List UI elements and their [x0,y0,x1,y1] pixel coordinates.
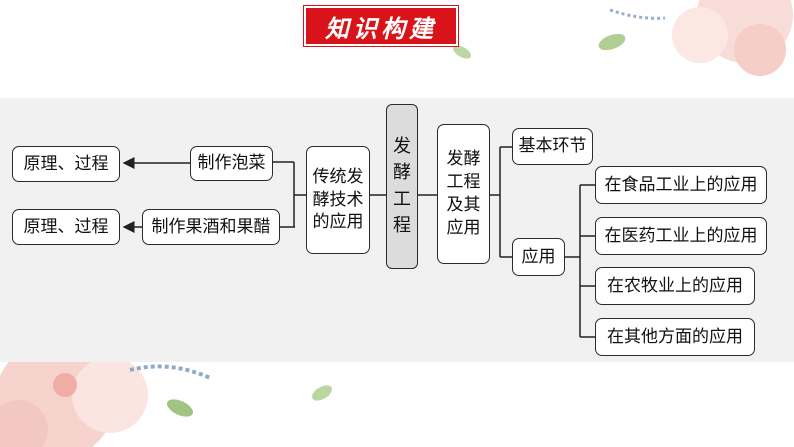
basic-steps-box: 基本环节 [512,128,593,165]
app-food-box: 在食品工业上的应用 [595,166,767,204]
center-char: 发 [393,136,411,158]
app-agriculture-box: 在农牧业上的应用 [595,267,755,305]
traditional-fermentation-box: 传统发酵技术的应用 [306,146,370,254]
app-medicine-box: 在医药工业上的应用 [595,217,767,255]
center-char: 工 [393,188,411,210]
principle-box-2: 原理、过程 [12,209,120,245]
application-box: 应用 [512,238,565,276]
fermentation-application-label: 发酵工程及其应用 [446,149,481,238]
center-char: 酵 [393,162,411,184]
pickle-box: 制作泡菜 [190,146,273,181]
traditional-fermentation-label: 传统发酵技术的应用 [312,166,364,233]
title-banner: 知识构建 [304,6,458,46]
app-other-box: 在其他方面的应用 [595,318,755,356]
fermentation-engineering-box: 发酵工程 [386,104,418,269]
principle-box-1: 原理、过程 [12,146,120,182]
center-char: 程 [393,214,411,236]
wine-vinegar-box: 制作果酒和果醋 [142,209,280,245]
fermentation-application-box: 发酵工程及其应用 [437,124,490,264]
